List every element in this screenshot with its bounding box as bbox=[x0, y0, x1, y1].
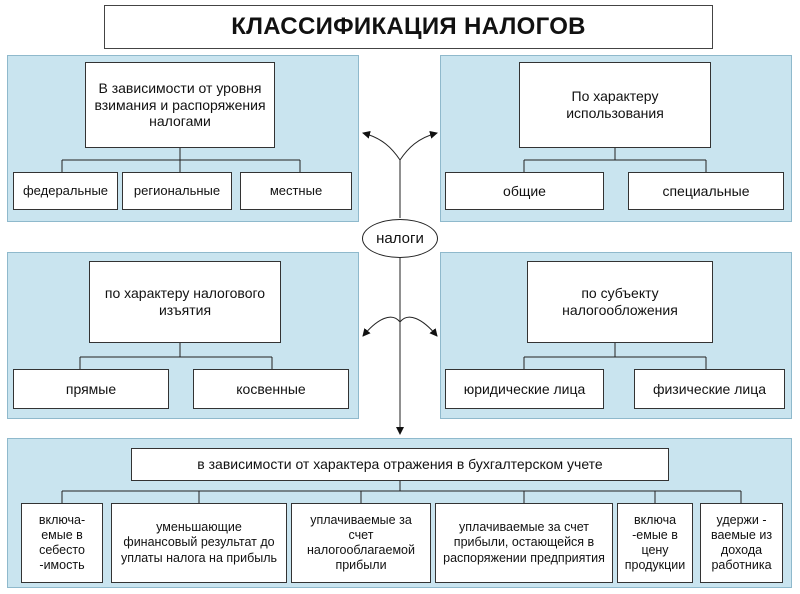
item-regional: региональные bbox=[122, 172, 232, 210]
item-remaining-profit: уплачиваемые за счет прибыли, остающейся… bbox=[435, 503, 613, 583]
item-direct: прямые bbox=[13, 369, 169, 409]
heading-withdrawal: по характеру налогового изъятия bbox=[89, 261, 281, 343]
item-employee-withheld: удержи - ваемые из дохода работника bbox=[700, 503, 783, 583]
heading-subject: по субъекту налогообложения bbox=[527, 261, 713, 343]
heading-accounting: в зависимости от характера отражения в б… bbox=[131, 448, 669, 481]
heading-level: В зависимости от уровня взимания и распо… bbox=[85, 62, 275, 148]
item-individuals: физические лица bbox=[634, 369, 785, 409]
item-federal: федеральные bbox=[13, 172, 118, 210]
heading-usage: По характеру использования bbox=[519, 62, 711, 148]
item-general: общие bbox=[445, 172, 604, 210]
item-indirect: косвенные bbox=[193, 369, 349, 409]
page-title: КЛАССИФИКАЦИЯ НАЛОГОВ bbox=[104, 5, 713, 49]
item-local: местные bbox=[240, 172, 352, 210]
item-taxable-profit: уплачиваемые за счет налогооблагаемой пр… bbox=[291, 503, 431, 583]
item-cost-included: включа-емые в себесто -имость bbox=[21, 503, 103, 583]
center-node: налоги bbox=[362, 219, 438, 258]
item-price-included: включа -емые в цену продукции bbox=[617, 503, 693, 583]
item-special: специальные bbox=[628, 172, 784, 210]
item-legal-entities: юридические лица bbox=[445, 369, 604, 409]
item-reduce-result: уменьшающие финансовый результат до упла… bbox=[111, 503, 287, 583]
